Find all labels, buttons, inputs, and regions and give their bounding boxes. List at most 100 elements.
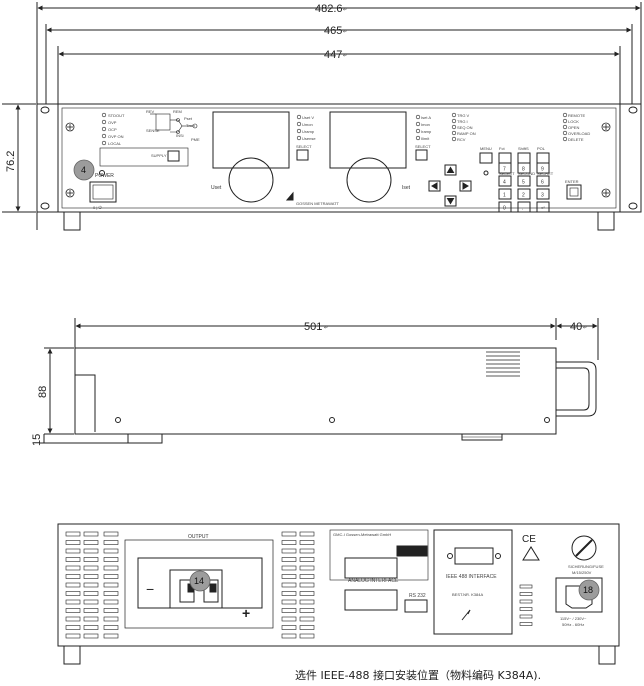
keypad-key [498, 201, 512, 213]
mains-frequency: 50Hz - 60Hz [562, 622, 584, 627]
status-left-item: OVP ON [108, 134, 124, 139]
keypad-key-label: . [522, 206, 523, 212]
front-view [2, 2, 642, 231]
plus-label: + [242, 605, 250, 621]
vent-slot [103, 557, 119, 562]
side-view [40, 318, 599, 444]
mid-status-item: RCV [457, 137, 466, 142]
u-meter-item: Umon [302, 122, 313, 127]
vent-slot [83, 582, 99, 588]
vent-slot [103, 599, 119, 605]
function-key-label: Fct [499, 146, 505, 151]
svg-text:18: 18 [583, 585, 593, 595]
vent-slot [83, 591, 99, 596]
vent-slot [103, 574, 119, 579]
keypad-sub-label: SECOND [518, 171, 535, 176]
brand-label: GOSSEN METRAWATT [296, 201, 340, 206]
keypad-key-label: 9 [541, 167, 544, 173]
mode-label: PME [191, 137, 200, 142]
vent-slot [281, 633, 297, 639]
vent-slot [83, 608, 99, 613]
callout-4: 4 [73, 159, 95, 181]
vent-slot [83, 599, 99, 605]
keypad-key-label: 2 [522, 193, 525, 199]
keypad-key-label: 4 [503, 180, 506, 186]
output-label: OUTPUT [188, 534, 209, 540]
i-meter-item: Imon [421, 122, 430, 127]
right-status-item: OPEN [568, 125, 579, 130]
keypad-key-label: 0 [503, 206, 506, 212]
vent-slot [281, 531, 297, 537]
vent-slot [103, 548, 119, 554]
front-labels: 482.6 ↵ 465 ↵ 447 ↵ 76.2 POWER 0 | ⏻ SUP… [5, 3, 579, 210]
keypad-key [536, 201, 550, 213]
rs232-label: RS 232 [409, 593, 426, 599]
vent-slot [299, 591, 315, 596]
mid-status-item: SEQ ON [457, 125, 473, 130]
mode-label: Tmin [186, 123, 195, 128]
vent-slot [103, 625, 119, 630]
vent-slot [299, 582, 315, 588]
power-marks: 0 | ⏻ [93, 205, 102, 210]
vent-slot [299, 557, 315, 562]
vent-slot [83, 548, 99, 554]
right-status-item: OVERLOAD [568, 131, 590, 136]
mode-label: REV [146, 109, 155, 114]
function-key-label: MENU [480, 146, 492, 151]
vent-slot [65, 540, 81, 545]
dim-depth: 501 [304, 321, 322, 333]
vent-slot [83, 531, 99, 537]
dim-mark: ↵ [324, 325, 328, 331]
vent-slot [65, 557, 81, 562]
vent-slot [299, 625, 315, 630]
keypad-key [498, 162, 512, 174]
u-meter-item: Uset V [302, 115, 314, 120]
vent-slot [519, 607, 533, 611]
dim-foot-height: 15 [31, 434, 43, 446]
vent-slot [103, 616, 119, 622]
vent-slot [65, 548, 81, 554]
vent-slot [103, 582, 119, 588]
vent-slot [83, 557, 99, 562]
keypad-key [536, 162, 550, 174]
status-left-item: OCP [108, 127, 117, 132]
vent-slot [281, 557, 297, 562]
vent-slot [65, 582, 81, 588]
rear-vents [65, 531, 533, 639]
keypad-key [498, 188, 512, 200]
iset-label: Iset [402, 185, 411, 191]
dim-mark: ↵ [343, 29, 347, 35]
fuse-label: SICHERUNG/FUSE [568, 564, 604, 569]
keypad-key [517, 201, 531, 213]
dim-mark: ↵ [343, 53, 347, 59]
select-i-label: SELECT [415, 144, 431, 149]
dim-width-overall: 482.6 [315, 3, 343, 15]
minus-label: − [146, 581, 154, 597]
dim-mark: ↵ [583, 325, 587, 331]
right-status-item: DELETE [568, 137, 584, 142]
company-label: GMC-I Gossen-Metrawatt GmbH [333, 532, 391, 537]
vent-slot [65, 625, 81, 630]
vent-slot [299, 633, 315, 639]
vent-slot [103, 565, 119, 571]
vent-slot [65, 531, 81, 537]
status-left-item: LOCAL [108, 141, 122, 146]
power-label: POWER [95, 173, 114, 179]
enter-label: ENTER [565, 179, 579, 184]
vent-slot [65, 633, 81, 639]
vent-slot [65, 599, 81, 605]
keypad-sub-label: SECRET [537, 171, 554, 176]
mid-status-item: RAMP ON [457, 131, 476, 136]
vent-slot [281, 591, 297, 596]
dim-width-mounting: 465 [324, 25, 342, 37]
function-key-label: POL [537, 146, 546, 151]
keypad-key [536, 188, 550, 200]
mode-label: REM [173, 109, 182, 114]
vent-slot [65, 608, 81, 613]
vent-slot [65, 565, 81, 571]
analog-interface-label: ANALOG INTERFACE [348, 578, 399, 584]
function-key-label: ShiftS [518, 146, 529, 151]
mid-status-item: TRG V [457, 113, 470, 118]
